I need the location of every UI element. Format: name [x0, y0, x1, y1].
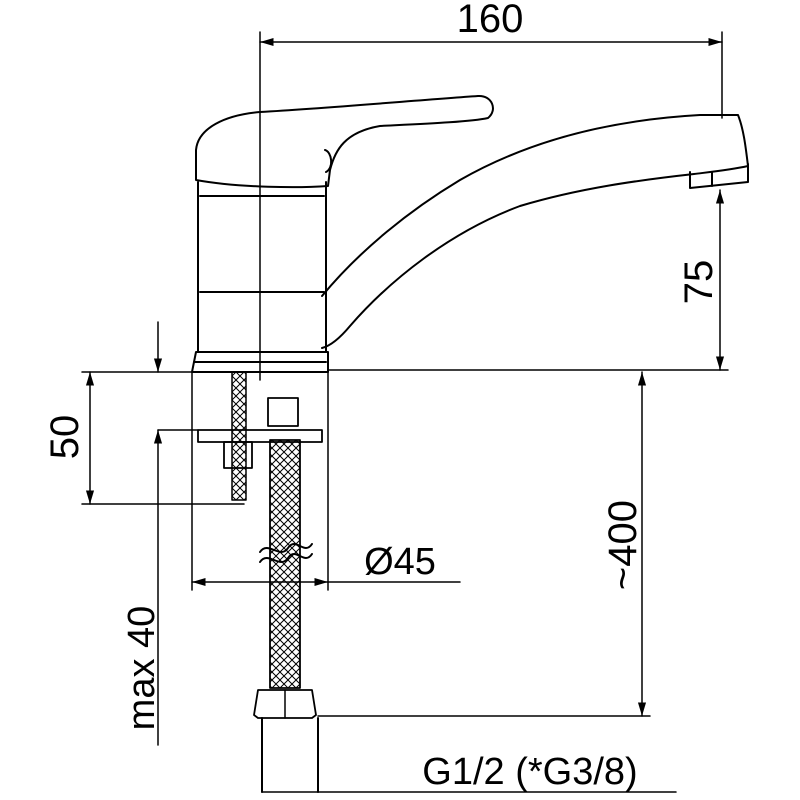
label-max-mount: max 40 [121, 606, 163, 731]
threaded-rod [231, 371, 247, 501]
mounting-nut [223, 441, 253, 469]
label-diameter: Ø45 [364, 541, 436, 583]
cartridge-body [197, 181, 327, 353]
label-hose-length: ~400 [601, 500, 645, 590]
label-thickness: 50 [43, 415, 87, 460]
dimension-lines [81, 31, 729, 793]
hose-fitting [267, 397, 299, 427]
label-connection: G1/2 (*G3/8) [422, 751, 637, 793]
mounting-plate [197, 429, 323, 443]
lever-handle [195, 94, 494, 189]
hose-break-mark-2 [259, 553, 313, 563]
mounting-assembly [197, 371, 323, 793]
label-width: 160 [457, 0, 524, 41]
aerator [689, 163, 749, 189]
spout [321, 114, 749, 349]
braided-hose [269, 439, 301, 689]
hex-nut [253, 689, 317, 719]
hose-break-mark [259, 543, 313, 553]
faucet-body [191, 94, 749, 373]
lever-detail [324, 149, 333, 173]
label-height: 75 [677, 260, 721, 305]
